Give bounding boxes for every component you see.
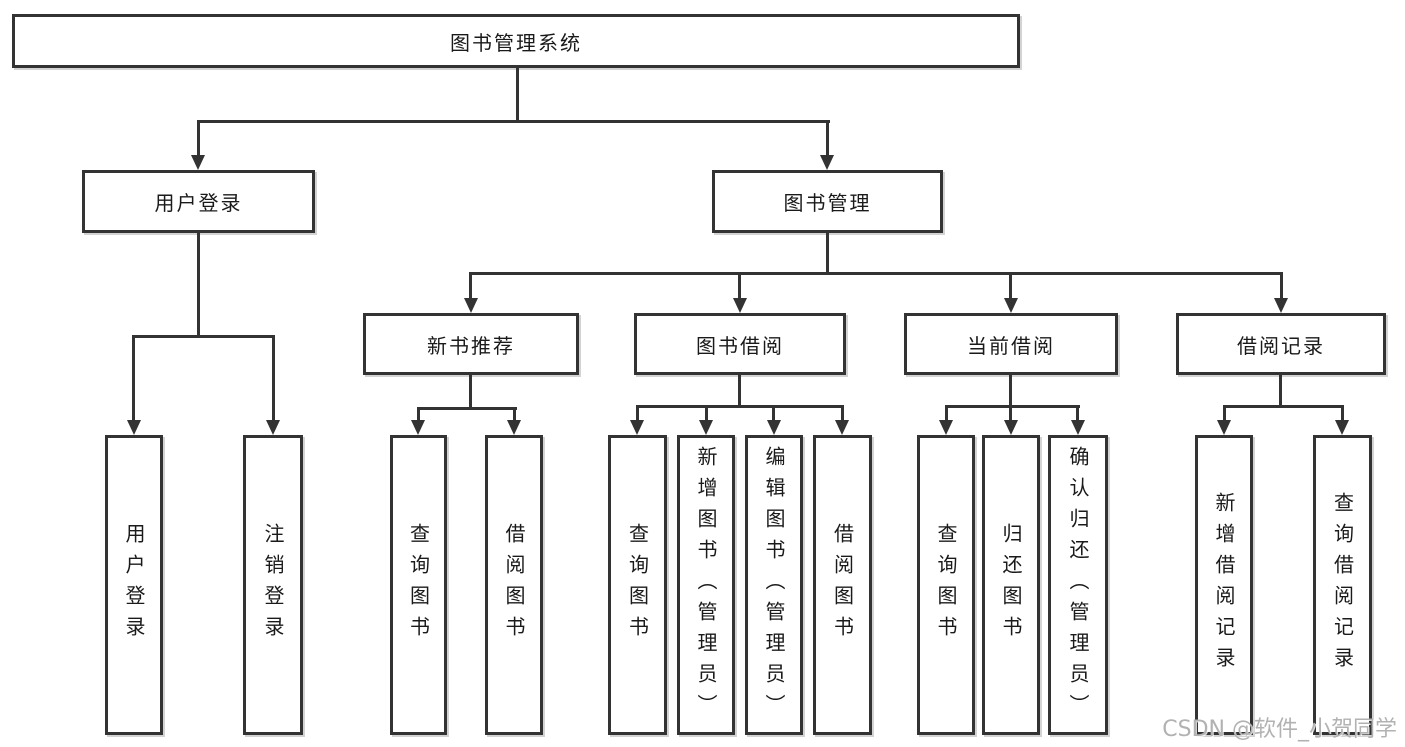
connector-line — [636, 405, 844, 408]
csdn-watermark: CSDN @软件_小贺同学 — [1162, 717, 1397, 742]
node-new-book-recommend: 新书推荐 — [363, 313, 579, 375]
arrow-down-icon — [939, 420, 953, 435]
connector-line — [826, 233, 829, 272]
connector-line — [1223, 405, 1226, 422]
arrow-down-icon — [1217, 420, 1231, 435]
connector-line — [826, 120, 829, 156]
connector-line — [738, 272, 741, 300]
leaf-query-books-recommend: 查询图书 — [390, 435, 447, 735]
arrow-down-icon — [1274, 298, 1288, 313]
leaf-edit-books-admin: 编辑图书（管理员） — [745, 435, 803, 735]
leaf-user-login-label: 用户登录 — [122, 523, 146, 647]
leaf-user-login: 用户登录 — [105, 435, 163, 735]
leaf-add-books-admin-label: 新增图书（管理员） — [694, 445, 718, 725]
node-root: 图书管理系统 — [12, 14, 1020, 68]
connector-line — [516, 68, 519, 120]
connector-line — [417, 407, 517, 410]
node-current-borrow-label: 当前借阅 — [967, 333, 1055, 358]
arrow-down-icon — [1071, 420, 1085, 435]
arrow-down-icon — [464, 298, 478, 313]
connector-line — [469, 272, 1283, 275]
node-user-login: 用户登录 — [82, 170, 315, 233]
connector-line — [469, 272, 472, 300]
leaf-return-books: 归还图书 — [982, 435, 1040, 735]
leaf-add-books-admin: 新增图书（管理员） — [677, 435, 735, 735]
arrow-down-icon — [699, 420, 713, 435]
node-current-borrow: 当前借阅 — [904, 313, 1118, 375]
arrow-down-icon — [507, 420, 521, 435]
arrow-down-icon — [835, 420, 849, 435]
arrow-down-icon — [630, 420, 644, 435]
node-borrow-records: 借阅记录 — [1176, 313, 1386, 375]
connector-line — [197, 120, 830, 123]
connector-line — [1009, 272, 1012, 300]
node-book-borrow-label: 图书借阅 — [696, 333, 784, 358]
leaf-borrow-books-recommend-label: 借阅图书 — [502, 523, 526, 647]
leaf-borrow-books-recommend: 借阅图书 — [485, 435, 543, 735]
connector-line — [132, 335, 135, 421]
connector-line — [945, 405, 1080, 408]
arrow-down-icon — [733, 298, 747, 313]
leaf-query-books-borrow: 查询图书 — [608, 435, 667, 735]
arrow-down-icon — [767, 420, 781, 435]
node-book-borrow: 图书借阅 — [634, 313, 846, 375]
arrow-down-icon — [1004, 420, 1018, 435]
connector-line — [417, 407, 420, 422]
node-new-book-recommend-label: 新书推荐 — [427, 333, 515, 358]
connector-line — [272, 335, 275, 421]
leaf-query-books-borrow-label: 查询图书 — [625, 523, 650, 647]
leaf-add-borrow-record-label: 新增借阅记录 — [1212, 492, 1236, 678]
leaf-query-books-recommend-label: 查询图书 — [406, 523, 431, 647]
leaf-logout-label: 注销登录 — [261, 523, 285, 647]
connector-line — [945, 405, 948, 422]
leaf-borrow-books: 借阅图书 — [813, 435, 872, 735]
connector-line — [772, 405, 775, 422]
leaf-query-borrow-record: 查询借阅记录 — [1313, 435, 1372, 735]
arrow-down-icon — [127, 420, 141, 435]
leaf-query-books-current-label: 查询图书 — [934, 523, 958, 647]
connector-line — [132, 335, 275, 338]
connector-line — [738, 375, 741, 405]
leaf-edit-books-admin-label: 编辑图书（管理员） — [762, 445, 786, 725]
leaf-return-books-label: 归还图书 — [999, 523, 1023, 647]
connector-line — [1279, 375, 1282, 405]
leaf-query-borrow-record-label: 查询借阅记录 — [1330, 492, 1355, 678]
connector-line — [1223, 405, 1344, 408]
node-borrow-records-label: 借阅记录 — [1237, 333, 1325, 358]
arrow-down-icon — [820, 155, 834, 170]
connector-line — [469, 375, 472, 407]
connector-line — [1341, 405, 1344, 422]
connector-line — [636, 405, 639, 422]
leaf-add-borrow-record: 新增借阅记录 — [1195, 435, 1253, 735]
connector-line — [705, 405, 708, 422]
connector-line — [513, 407, 516, 422]
arrow-down-icon — [266, 420, 280, 435]
connector-line — [1009, 375, 1012, 405]
arrow-down-icon — [191, 155, 205, 170]
arrow-down-icon — [1335, 420, 1349, 435]
connector-line — [1009, 405, 1012, 422]
connector-line — [841, 405, 844, 422]
arrow-down-icon — [411, 420, 425, 435]
arrow-down-icon — [1004, 298, 1018, 313]
leaf-logout: 注销登录 — [243, 435, 303, 735]
node-user-login-label: 用户登录 — [154, 191, 243, 215]
connector-line — [1076, 405, 1079, 422]
leaf-confirm-return-admin: 确认归还（管理员） — [1048, 435, 1108, 735]
node-root-label: 图书管理系统 — [450, 30, 582, 55]
node-book-management-label: 图书管理 — [783, 191, 872, 215]
connector-line — [1280, 272, 1283, 300]
leaf-borrow-books-label: 借阅图书 — [830, 523, 855, 647]
node-book-management: 图书管理 — [712, 170, 943, 233]
connector-line — [197, 233, 200, 335]
leaf-query-books-current: 查询图书 — [917, 435, 975, 735]
connector-line — [197, 120, 200, 156]
leaf-confirm-return-admin-label: 确认归还（管理员） — [1066, 445, 1090, 725]
